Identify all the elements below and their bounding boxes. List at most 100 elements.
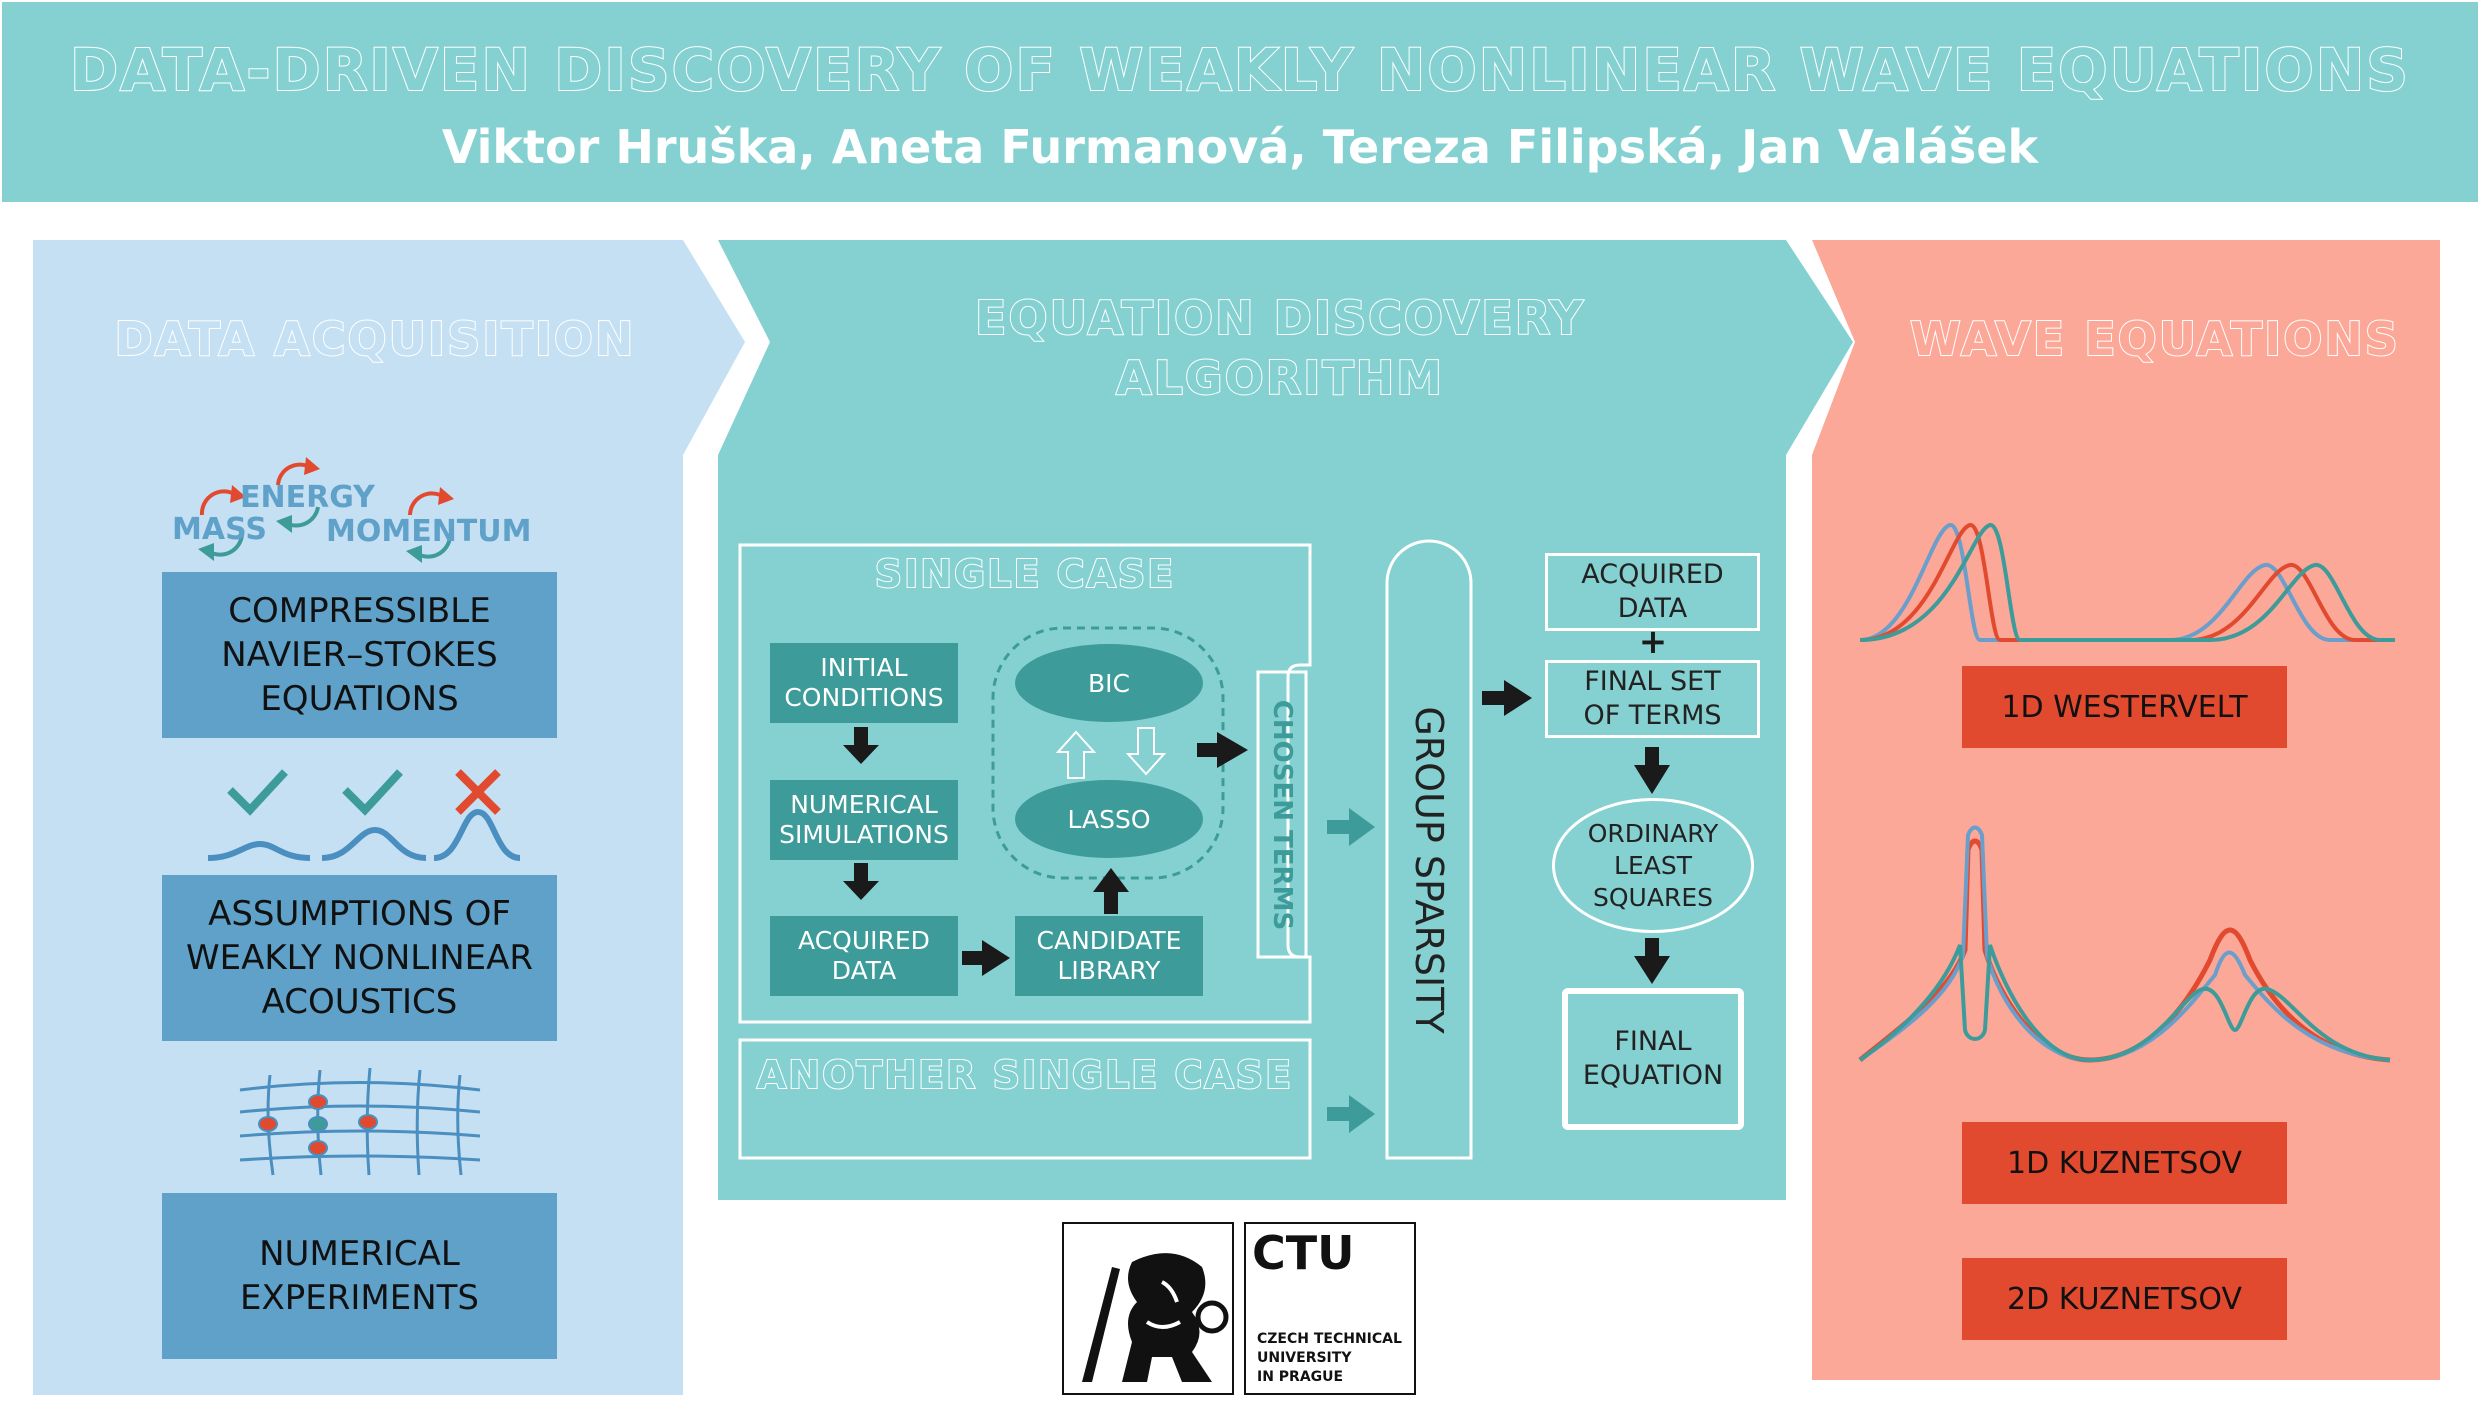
university-line-1: CZECH TECHNICAL — [1257, 1331, 1402, 1347]
bic-ellipse: BIC — [1015, 644, 1203, 722]
arrow-down-icon — [1634, 938, 1670, 984]
cross-icon — [455, 769, 501, 815]
experiments-line-1: NUMERICAL — [259, 1234, 460, 1274]
ols-line-2: LEAST — [1614, 850, 1692, 880]
conservation-cycle-icons — [198, 457, 454, 563]
university-name: CZECH TECHNICAL UNIVERSITY IN PRAGUE — [1257, 1330, 1402, 1387]
arrow-down-icon — [1634, 747, 1670, 794]
cycle-arrow-icon — [276, 457, 320, 533]
arrow-right-icon — [1197, 732, 1248, 768]
poster-title: DATA-DRIVEN DISCOVERY OF WEAKLY NONLINEA… — [69, 35, 2411, 105]
small-wave-icon — [207, 840, 311, 861]
arrow-right-icon — [1482, 680, 1532, 716]
lasso-ellipse: LASSO — [1015, 780, 1203, 858]
arrow-right-teal-icon — [1327, 808, 1375, 846]
university-line-2: UNIVERSITY — [1257, 1350, 1352, 1366]
assumptions-line-2: WEAKLY NONLINEAR — [185, 938, 534, 978]
wave-curve-red — [1858, 838, 2391, 1063]
acquisition-title: DATA ACQUISITION — [114, 311, 636, 367]
group-sparsity-text: GROUP SPARSITY — [1407, 706, 1451, 1034]
mass-label: MASS — [172, 512, 267, 547]
another-case-title: ANOTHER SINGLE CASE — [756, 1052, 1294, 1098]
cycle-arrow-icon — [198, 485, 246, 561]
navier-stokes-box: COMPRESSIBLE NAVIER–STOKES EQUATIONS — [162, 572, 557, 738]
energy-label: ENERGY — [240, 480, 375, 515]
plus-sign: + — [1638, 622, 1668, 662]
final-eq-line-2: EQUATION — [1582, 1060, 1724, 1091]
arrow-up-icon — [1093, 868, 1129, 914]
assumptions-line-3: ACOUSTICS — [261, 982, 458, 1022]
waves-title: WAVE EQUATIONS — [1909, 311, 2400, 367]
arrow-down-icon — [843, 863, 879, 900]
acquired-line-1: ACQUIRED — [798, 926, 930, 955]
assumptions-box: ASSUMPTIONS OF WEAKLY NONLINEAR ACOUSTIC… — [162, 875, 557, 1041]
group-sparsity-frame — [1385, 539, 1473, 1160]
panel-acquisition — [33, 240, 745, 1395]
cycle-arrow-icon — [406, 487, 454, 563]
check-icon — [227, 769, 288, 816]
simulations-line-2: SIMULATIONS — [779, 820, 949, 849]
chosen-terms-label: CHOSEN TERMS — [1262, 676, 1302, 954]
lion-emblem-icon — [1082, 1253, 1229, 1382]
ns-line-2: NAVIER–STOKES — [221, 635, 498, 675]
group-sparsity-label: GROUP SPARSITY — [1390, 600, 1468, 1150]
check-icon — [342, 769, 403, 816]
large-wave-icon — [433, 808, 520, 861]
grid-icon — [239, 1067, 481, 1176]
momentum-label: MOMENTUM — [326, 514, 532, 549]
algorithm-title: EQUATION DISCOVERY ALGORITHM — [880, 288, 1680, 408]
experiments-line-2: EXPERIMENTS — [239, 1278, 479, 1318]
acquired-right-line-1: ACQUIRED — [1581, 559, 1724, 590]
chosen-terms-frame — [1256, 670, 1308, 959]
header-banner — [2, 2, 2478, 202]
kuznetsov-wave-plot — [1858, 825, 2391, 1063]
chosen-terms-text: CHOSEN TERMS — [1267, 699, 1297, 931]
acquired-right-line-2: DATA — [1617, 593, 1688, 624]
simulations-line-1: NUMERICAL — [790, 790, 938, 819]
experiments-box: NUMERICAL EXPERIMENTS — [162, 1193, 557, 1359]
wave-curve-teal — [1859, 523, 2395, 642]
wave-curve-teal — [1858, 944, 2391, 1063]
arrow-right-icon — [962, 940, 1010, 976]
algorithm-title-line-1: EQUATION DISCOVERY — [974, 290, 1585, 346]
final-eq-line-1: FINAL — [1614, 1026, 1692, 1057]
final-set-line-1: FINAL SET — [1584, 666, 1721, 697]
assumptions-line-1: ASSUMPTIONS OF — [208, 894, 511, 934]
acquired-line-2: DATA — [831, 956, 897, 985]
single-case-title: SINGLE CASE — [874, 551, 1176, 597]
kuznetsov-1d-label: 1D KUZNETSOV — [1962, 1122, 2287, 1204]
ns-line-3: EQUATIONS — [260, 679, 459, 719]
wave-curve-blue — [1859, 523, 2395, 642]
up-hollow-arrow-icon — [1055, 730, 1097, 779]
ctu-logo — [1062, 1222, 1416, 1395]
westervelt-label: 1D WESTERVELT — [1962, 666, 2287, 748]
library-line-2: LIBRARY — [1057, 956, 1161, 985]
medium-wave-icon — [321, 826, 427, 861]
initial-line-2: CONDITIONS — [784, 683, 944, 712]
down-hollow-arrow-icon — [1125, 727, 1167, 776]
ns-line-1: COMPRESSIBLE — [228, 591, 491, 631]
library-line-1: CANDIDATE — [1036, 926, 1182, 955]
ols-line-1: ORDINARY — [1587, 818, 1719, 848]
westervelt-wave-plot — [1859, 523, 2395, 642]
arrow-down-icon — [843, 727, 879, 764]
ols-line-3: SQUARES — [1593, 882, 1713, 912]
assumption-icons — [207, 769, 520, 861]
another-case-frame — [738, 1038, 1312, 1160]
kuznetsov-2d-label: 2D KUZNETSOV — [1962, 1258, 2287, 1340]
university-line-3: IN PRAGUE — [1257, 1369, 1344, 1385]
final-set-line-2: OF TERMS — [1583, 700, 1722, 731]
algorithm-title-line-2: ALGORITHM — [1115, 350, 1444, 406]
initial-line-1: INITIAL — [820, 653, 908, 682]
authors: Viktor Hruška, Aneta Furmanová, Tereza F… — [441, 120, 2039, 174]
ctu-text: CTU — [1252, 1226, 1355, 1280]
